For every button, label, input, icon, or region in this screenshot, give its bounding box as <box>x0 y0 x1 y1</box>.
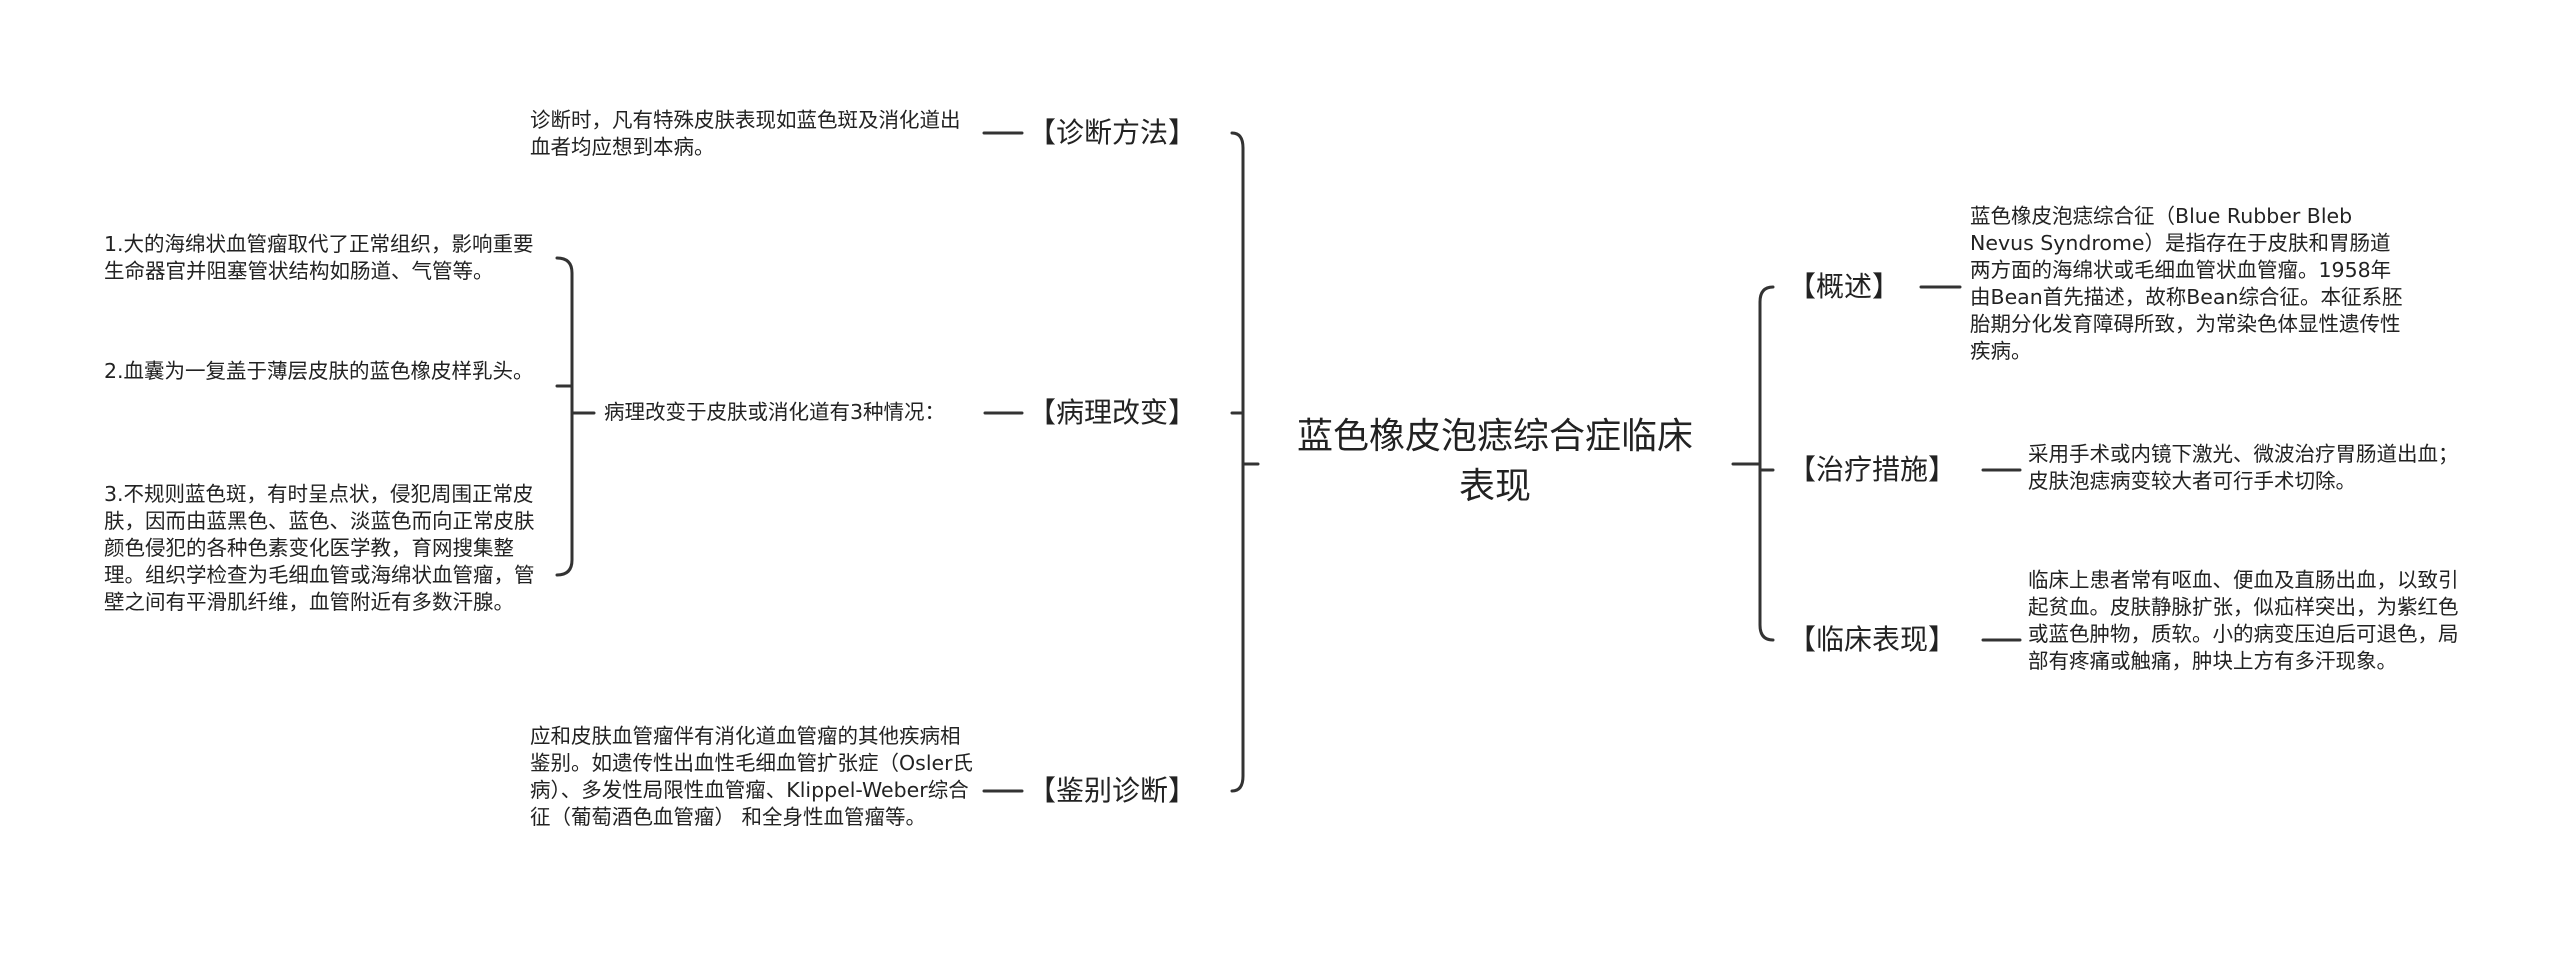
pathology-item-2: 2.血囊为一复盖于薄层皮肤的蓝色橡皮样乳头。 <box>104 359 534 383</box>
pathology-item-1: 1.大的海绵状血管瘤取代了正常组织，影响重要生命器官并阻塞管状结构如肠道、气管等… <box>104 232 534 283</box>
right-main-brace <box>1758 285 1775 642</box>
left-main-brace <box>1230 131 1245 793</box>
differential-text: 应和皮肤血管瘤伴有消化道血管瘤的其他疾病相鉴别。如遗传性出血性毛细血管扩张症（O… <box>530 724 974 829</box>
branch-diagnosis: 【诊断方法】 <box>1028 116 1197 149</box>
diagnosis-text: 诊断时，凡有特殊皮肤表现如蓝色斑及消化道出血者均应想到本病。 <box>530 108 961 159</box>
clinical-text: 临床上患者常有呕血、便血及直肠出血，以致引起贫血。皮肤静脉扩张，似疝样突出，为紫… <box>2028 568 2459 673</box>
branch-pathology: 【病理改变】 <box>1028 396 1197 429</box>
root-title: 蓝色橡皮泡痣综合症临床表现 <box>1296 416 1693 507</box>
branch-clinical: 【临床表现】 <box>1788 623 1957 656</box>
branch-overview: 【概述】 <box>1788 270 1901 303</box>
treatment-text: 采用手术或内镜下激光、微波治疗胃肠道出血；皮肤泡痣病变较大者可行手术切除。 <box>2028 442 2459 493</box>
pathology-summary: 病理改变于皮肤或消化道有3种情况： <box>604 400 946 424</box>
pathology-sub-brace <box>555 256 574 577</box>
branch-treatment: 【治疗措施】 <box>1788 453 1957 486</box>
overview-text: 蓝色橡皮泡痣综合征（Blue Rubber Bleb Nevus Syndrom… <box>1970 204 2403 363</box>
pathology-item-3: 3.不规则蓝色斑，有时呈点状，侵犯周围正常皮肤，因而由蓝黑色、蓝色、淡蓝色而向正… <box>104 482 535 614</box>
branch-differential: 【鉴别诊断】 <box>1028 774 1197 807</box>
